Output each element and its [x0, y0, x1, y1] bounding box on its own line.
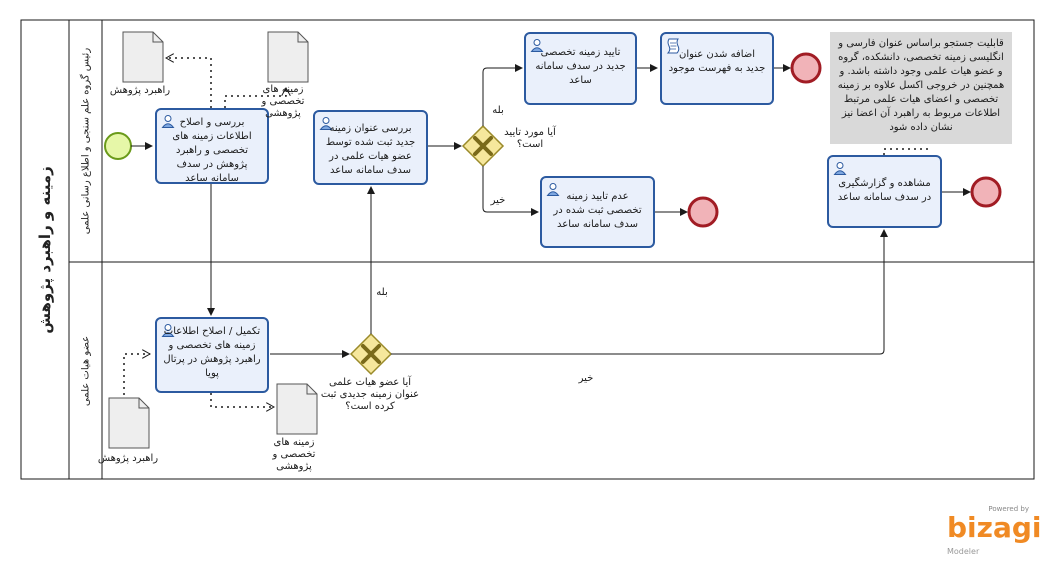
artifact-specialty-top-label: زمینه های تخصصی و پژوهشی	[261, 84, 305, 119]
task-view-report-label: مشاهده و گزارشگیری در سدف سامانه ساعد	[837, 178, 932, 203]
end-event-report[interactable]	[970, 176, 1002, 208]
task-approve-new[interactable]: تایید زمینه تخصصی جدید در سدف سامانه ساع…	[524, 32, 637, 105]
task-complete-portal-label: تکمیل / اصلاح اطلاعات زمینه های تخصصی و …	[163, 326, 261, 379]
task-complete-portal[interactable]: تکمیل / اصلاح اطلاعات زمینه های تخصصی و …	[155, 317, 269, 393]
flow-gateway-no-to-reject	[482, 166, 539, 216]
user-icon	[530, 39, 544, 52]
user-icon	[833, 162, 847, 175]
task-review-new-title[interactable]: بررسی عنوان زمینه جدید ثبت شده توسط عضو …	[313, 110, 428, 185]
user-icon	[161, 324, 175, 337]
assoc-portal-to-specialty-bottom	[210, 393, 274, 407]
flow-gateway-yes-to-approve	[482, 64, 523, 126]
start-event[interactable]	[104, 132, 132, 160]
text-annotation: قابلیت جستجو براساس عنوان فارسی و انگلیس…	[830, 32, 1012, 144]
powered-by-text: Powered by	[988, 505, 1029, 513]
task-review-new-title-label: بررسی عنوان زمینه جدید ثبت شده توسط عضو …	[325, 123, 416, 176]
user-icon	[319, 117, 333, 130]
pool-border	[20, 19, 1035, 480]
task-view-report[interactable]: مشاهده و گزارشگیری در سدف سامانه ساعد	[827, 155, 942, 228]
lane-top-text: رئیس گروه علم سنجی و اطلاع رسانی علمی	[80, 47, 91, 235]
task-add-to-list[interactable]: اضافه شدن عنوان جدید به فهرست موجود	[660, 32, 774, 105]
doc-icon-specialty-top	[267, 31, 309, 83]
flow-label-yes-bottom: بله	[376, 287, 388, 298]
artifact-specialty-bottom-label: زمینه های تخصصی و پژوهشی	[272, 437, 316, 472]
lane-title-top: رئیس گروه علم سنجی و اطلاع رسانی علمی	[69, 20, 102, 262]
pool-title-text: زمینه و راهبرد پژوهش	[36, 165, 54, 334]
flow-label-yes-top: بله	[492, 105, 504, 116]
flow-label-no-top: خیر	[490, 195, 506, 206]
end-event-reject[interactable]	[687, 196, 719, 228]
assoc-strategy-bottom-to-portal	[123, 354, 150, 395]
artifact-strategy-bottom-label: راهبرد پژوهش	[97, 453, 159, 464]
bizagi-logo: Powered by bizagi Modeler	[943, 505, 1041, 563]
assoc-review-to-strategy-top	[166, 58, 212, 108]
task-review-correct-label: بررسی و اصلاح اطلاعات زمینه های تخصصی و …	[172, 117, 252, 184]
task-reject-new-label: عدم تایید زمینه تخصصی ثبت شده در سدف سام…	[553, 191, 642, 230]
assoc-review-to-specialty-top	[224, 88, 286, 108]
flow-label-no-bottom: خیر	[578, 373, 594, 384]
gateway-registered-new[interactable]	[349, 332, 393, 376]
lane-title-bottom: عضو هیات علمی	[69, 262, 102, 479]
task-review-correct[interactable]: بررسی و اصلاح اطلاعات زمینه های تخصصی و …	[155, 108, 269, 184]
brand-product: Modeler	[947, 547, 980, 556]
pool-title: زمینه و راهبرد پژوهش	[21, 20, 69, 479]
gateway-approved-label: آیا مورد تایید است؟	[504, 127, 556, 150]
lane-bottom-text: عضو هیات علمی	[80, 335, 91, 406]
task-reject-new[interactable]: عدم تایید زمینه تخصصی ثبت شده در سدف سام…	[540, 176, 655, 248]
doc-icon-strategy-bottom	[108, 397, 150, 449]
task-add-to-list-label: اضافه شدن عنوان جدید به فهرست موجود	[668, 49, 766, 74]
task-approve-new-label: تایید زمینه تخصصی جدید در سدف سامانه ساع…	[535, 47, 626, 86]
end-event-add[interactable]	[790, 52, 822, 84]
doc-icon-strategy-top	[122, 31, 164, 83]
brand-name: bizagi	[947, 511, 1042, 544]
artifact-strategy-top-label: راهبرد پژوهش	[109, 85, 171, 96]
user-icon	[161, 115, 175, 128]
script-icon	[666, 38, 680, 54]
assoc-annotation-to-report	[883, 148, 930, 155]
flow-gateway-no-to-report	[391, 229, 888, 355]
gateway-registered-new-label: آیا عضو هیات علمی عنوان زمینه جدیدی ثبت …	[320, 377, 420, 412]
user-icon	[546, 183, 560, 196]
doc-icon-specialty-bottom	[276, 383, 318, 435]
gateway-approved[interactable]	[461, 124, 505, 168]
